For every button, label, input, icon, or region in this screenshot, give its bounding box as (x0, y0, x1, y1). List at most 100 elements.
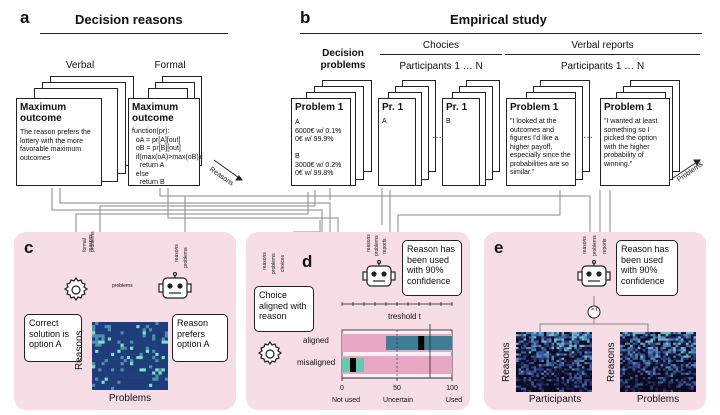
heatmap-cell (652, 349, 656, 352)
heatmap-cell (660, 374, 664, 378)
heatmap-cell (579, 334, 583, 337)
heatmap-cell (625, 389, 628, 392)
heatmap-cell (164, 359, 168, 363)
heatmap-cell (688, 357, 692, 361)
heatmap-cell (543, 377, 547, 380)
heatmap-cell (101, 365, 105, 369)
heatmap-cell (579, 389, 583, 392)
heatmap-cell (111, 386, 115, 390)
heatmap-cell (650, 357, 654, 361)
heatmap-cell (161, 383, 166, 388)
heatmap-cell (561, 385, 565, 389)
heatmap-cell (569, 364, 573, 367)
heatmap-cell (622, 364, 626, 367)
heatmap-cell (149, 352, 153, 357)
heatmap-cell (518, 381, 522, 384)
heatmap-cell (574, 340, 578, 344)
heatmap-cell (98, 343, 102, 348)
heatmap-cell (640, 372, 644, 376)
heatmap-cell (114, 386, 118, 390)
heatmap-cell (574, 344, 578, 348)
heatmap-cell (107, 371, 112, 375)
heatmap-cell (123, 328, 128, 332)
heatmap-cell (635, 383, 639, 386)
heatmap-cell (569, 368, 573, 371)
heatmap-cell (640, 389, 644, 392)
heatmap-cell (516, 389, 519, 392)
heatmap-cell (635, 357, 639, 361)
heatmap-cell (574, 389, 578, 392)
heatmap-cell (581, 368, 585, 371)
heatmap-cell (640, 332, 644, 335)
heatmap-cell (642, 332, 646, 335)
heatmap-cell (637, 338, 641, 341)
heatmap-cell (576, 351, 580, 354)
heatmap-cell (586, 359, 590, 363)
heatmap-cell (130, 346, 134, 351)
heatmap-cell (543, 385, 547, 389)
heatmap-cell (620, 336, 623, 339)
heatmap-cell (637, 374, 641, 378)
decision-problems-header: Decision problems (320, 48, 366, 71)
heatmap-cell (584, 351, 588, 354)
heatmap-cell (678, 338, 682, 341)
heatmap-cell (136, 352, 140, 357)
heatmap-cell (640, 387, 644, 391)
heatmap-cell (630, 387, 633, 391)
heatmap-cell (526, 353, 529, 356)
heatmap-cell (516, 351, 519, 354)
heatmap-cell (620, 349, 623, 352)
heatmap-cell (531, 374, 535, 378)
heatmap-cell (670, 385, 674, 389)
heatmap-cell (655, 338, 659, 341)
heatmap-cell (670, 366, 674, 369)
heatmap-cell (584, 332, 588, 335)
heatmap-cell (523, 362, 527, 365)
heatmap-cell (655, 355, 659, 359)
heatmap-cell (533, 389, 537, 392)
heatmap-cell (533, 383, 537, 386)
heatmap-cell (566, 338, 570, 341)
heatmap-cell (622, 336, 626, 339)
choice-card-participant-1: Pr. 1 A (378, 98, 416, 186)
heatmap-cell (625, 351, 628, 354)
heatmap-cell (139, 346, 143, 351)
heatmap-cell (675, 389, 679, 392)
heatmap-cell (104, 383, 109, 388)
heatmap-cell (538, 347, 542, 350)
heatmap-cell (632, 372, 636, 376)
heatmap-cell (663, 381, 666, 384)
heatmap-cell (561, 357, 565, 361)
heatmap-cell (531, 340, 535, 344)
heatmap-cell (690, 349, 694, 352)
heatmap-cell (574, 336, 578, 339)
heatmap-cell (92, 322, 96, 326)
heatmap-cell (98, 362, 102, 366)
heatmap-cell (98, 365, 102, 369)
heatmap-cell (561, 340, 565, 344)
heatmap-cell (589, 351, 592, 354)
heatmap-cell (155, 343, 159, 348)
heatmap-cell (543, 366, 547, 369)
heatmap-cell (142, 383, 147, 388)
heatmap-cell (126, 340, 131, 344)
heatmap-cell (561, 374, 565, 378)
heatmap-cell (561, 379, 565, 382)
heatmap-cell (566, 377, 570, 380)
heatmap-cell (107, 337, 112, 341)
wire-label-reasons: reasons (262, 252, 268, 270)
heatmap-cell (665, 336, 669, 339)
heatmap-cell (635, 387, 639, 391)
heatmap-cell (556, 368, 560, 371)
heatmap-cell (658, 387, 661, 391)
heatmap-reasons-problems (92, 322, 168, 390)
choice-card-title: Pr. 1 (382, 102, 404, 113)
heatmap-cell (645, 351, 649, 354)
heatmap-cell (625, 349, 628, 352)
heatmap-cell (660, 383, 664, 386)
heatmap-cell (528, 347, 532, 350)
heatmap-cell (635, 389, 639, 392)
heatmap-cell (627, 359, 631, 363)
heatmap-cell (538, 340, 542, 344)
heatmap-cell (660, 366, 664, 369)
